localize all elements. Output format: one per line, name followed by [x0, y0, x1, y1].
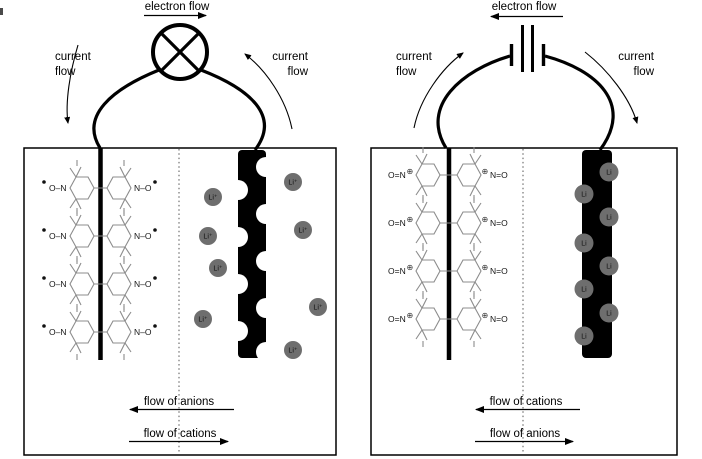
- li-ion-circle: [574, 233, 594, 253]
- molecule-unit: [387, 290, 450, 348]
- li-ion: Li⁺: [204, 188, 222, 206]
- li-ion: Li: [599, 256, 619, 276]
- discharge-panel: electron flow current flow current flow: [23, 1, 337, 456]
- lithium-electrode: [228, 150, 276, 362]
- current-flow-left-arrow: [413, 52, 464, 129]
- electron-flow-label: electron flow: [492, 1, 557, 13]
- wire-right: [200, 68, 267, 151]
- li-ion-label: Li: [606, 170, 612, 177]
- current-flow-left-label: current: [396, 51, 433, 63]
- current-flow-right-label: flow: [288, 66, 309, 78]
- current-flow-right-label: current: [618, 51, 655, 63]
- current-flow-left-label: flow: [55, 66, 76, 78]
- li-ion-circle: [294, 221, 312, 239]
- anion-flow-label: flow of anions: [490, 428, 561, 440]
- li-ion-label: Li: [581, 192, 587, 199]
- li-ion-label: Li⁺: [298, 227, 307, 235]
- battery-icon: [509, 25, 546, 72]
- li-ion: Li: [574, 233, 594, 253]
- li-ion: Li⁺: [294, 221, 312, 239]
- li-ion-label: Li⁺: [198, 316, 207, 324]
- molecule-unit: [98, 159, 158, 217]
- molecule-unit: [41, 255, 102, 313]
- li-ion-label: Li: [581, 334, 587, 341]
- li-ion-circle: [284, 173, 302, 191]
- li-ion: Li⁺: [194, 310, 212, 328]
- current-flow-right-label: flow: [634, 66, 655, 78]
- li-ion: Li: [574, 184, 594, 204]
- charge-panel: electron flow current flow current flow …: [370, 1, 678, 456]
- li-ion-circle: [574, 279, 594, 299]
- li-ion: Li⁺: [309, 298, 327, 316]
- li-ion-circle: [309, 298, 327, 316]
- li-ion-circle: [199, 227, 217, 245]
- current-flow-right-label: current: [272, 51, 309, 63]
- li-ion: Li⁺: [209, 259, 227, 277]
- li-ion-label: Li⁺: [208, 194, 217, 202]
- li-ion-circle: [284, 341, 302, 359]
- molecule-unit: [448, 290, 509, 348]
- li-ion-circle: [599, 162, 619, 182]
- li-ion-circle: [204, 188, 222, 206]
- electron-flow-label: electron flow: [145, 1, 210, 13]
- li-ion: Li⁺: [199, 227, 217, 245]
- li-ion-label: Li⁺: [288, 347, 297, 355]
- li-ion-label: Li⁺: [313, 304, 322, 312]
- li-ion-label: Li: [606, 264, 612, 271]
- wire-left: [436, 54, 511, 149]
- molecule-unit: [387, 194, 450, 252]
- molecule-unit: [41, 303, 102, 361]
- molecule-unit: [98, 255, 158, 313]
- scan-artifact: [0, 8, 3, 15]
- li-ion-layer: Li⁺ Li⁺ Li⁺ Li⁺ Li⁺ Li⁺ Li⁺ Li⁺: [194, 173, 327, 359]
- li-ion: Li: [599, 303, 619, 323]
- anion-flow-label: flow of anions: [144, 396, 215, 408]
- current-flow-right-arrow: [584, 51, 639, 124]
- li-ion: Li: [599, 162, 619, 182]
- li-ion-label: Li: [606, 215, 612, 222]
- lamp-cross: [159, 31, 201, 73]
- li-ion-label: Li⁺: [288, 179, 297, 187]
- molecule-unit: [387, 146, 450, 204]
- molecule-unit: [448, 242, 509, 300]
- li-ion: Li: [599, 207, 619, 227]
- molecule-unit: [448, 146, 509, 204]
- cation-flow-label: flow of cations: [144, 428, 217, 440]
- li-ion: Li: [574, 279, 594, 299]
- molecule-unit: [41, 207, 102, 265]
- current-flow-left-label: current: [55, 51, 92, 63]
- wire-right: [544, 54, 615, 151]
- current-flow-left-label: flow: [396, 66, 417, 78]
- li-ion: Li: [574, 326, 594, 346]
- molecule-unit: [41, 159, 102, 217]
- cell-box: [370, 147, 678, 456]
- molecule-unit: [98, 303, 158, 361]
- molecule-unit: [448, 194, 509, 252]
- current-flow-left-arrow: [64, 44, 79, 124]
- current-flow-right-arrow: [244, 53, 293, 130]
- li-ion-circle: [599, 256, 619, 276]
- li-ion-label: Li: [581, 241, 587, 248]
- wire-left: [92, 68, 160, 149]
- li-ion-label: Li⁺: [213, 265, 222, 273]
- li-ion-label: Li: [581, 287, 587, 294]
- li-ion-label: Li: [606, 311, 612, 318]
- li-ion: Li⁺: [284, 173, 302, 191]
- lamp-icon: [151, 23, 209, 81]
- li-ion-label: Li⁺: [203, 233, 212, 241]
- li-ion-circle: [209, 259, 227, 277]
- li-ion-circle: [599, 303, 619, 323]
- cell-box: [23, 147, 337, 456]
- li-ion-circle: [599, 207, 619, 227]
- li-ion-circle: [574, 326, 594, 346]
- molecule-unit: [98, 207, 158, 265]
- li-ion-circle: [194, 310, 212, 328]
- li-ion: Li⁺: [284, 341, 302, 359]
- cation-flow-label: flow of cations: [490, 396, 563, 408]
- molecule-unit: [387, 242, 450, 300]
- li-ion-circle: [574, 184, 594, 204]
